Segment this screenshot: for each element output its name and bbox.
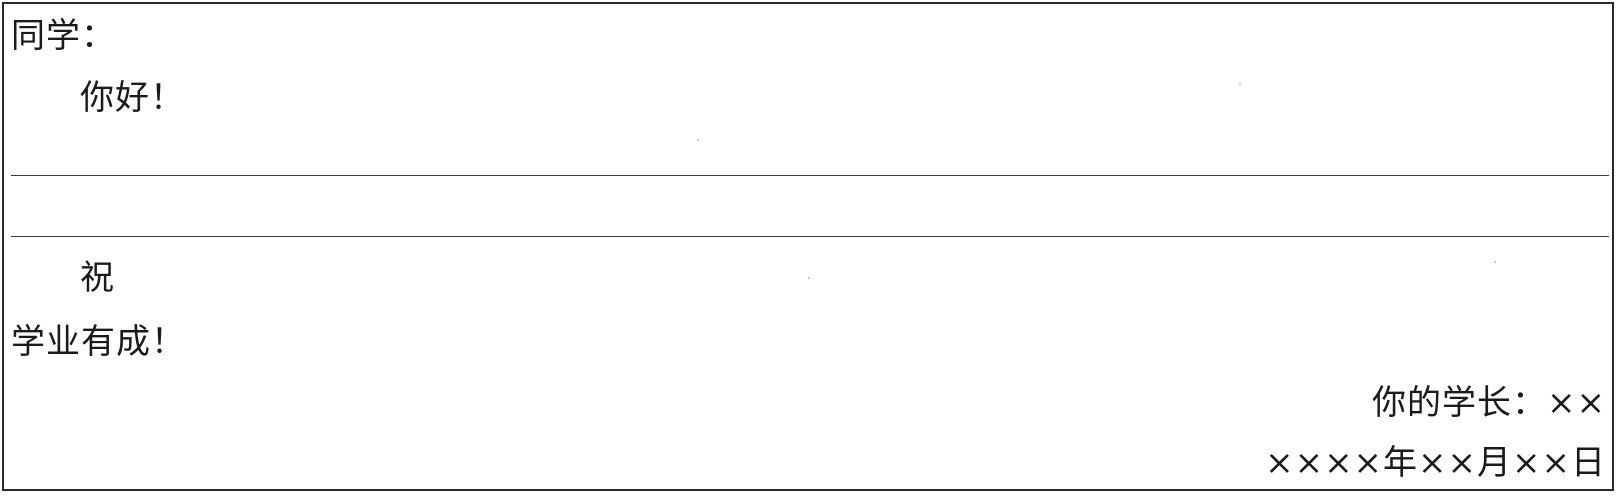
writing-line-2 (11, 236, 1609, 237)
salutation-text: 同学： (11, 16, 116, 56)
writing-line-1 (11, 175, 1609, 176)
scan-speck (1239, 83, 1241, 85)
scan-speck (808, 277, 810, 279)
scan-speck (1494, 261, 1496, 263)
signature-text: 你的学长：×× (1372, 383, 1606, 423)
greeting-text: 你好！ (80, 78, 185, 118)
scan-speck (697, 139, 699, 141)
wish-prefix-text: 祝 (80, 258, 115, 298)
letter-frame (2, 2, 1614, 491)
wish-body-text: 学业有成！ (11, 322, 186, 362)
date-text: ××××年××月××日 (1265, 443, 1606, 483)
